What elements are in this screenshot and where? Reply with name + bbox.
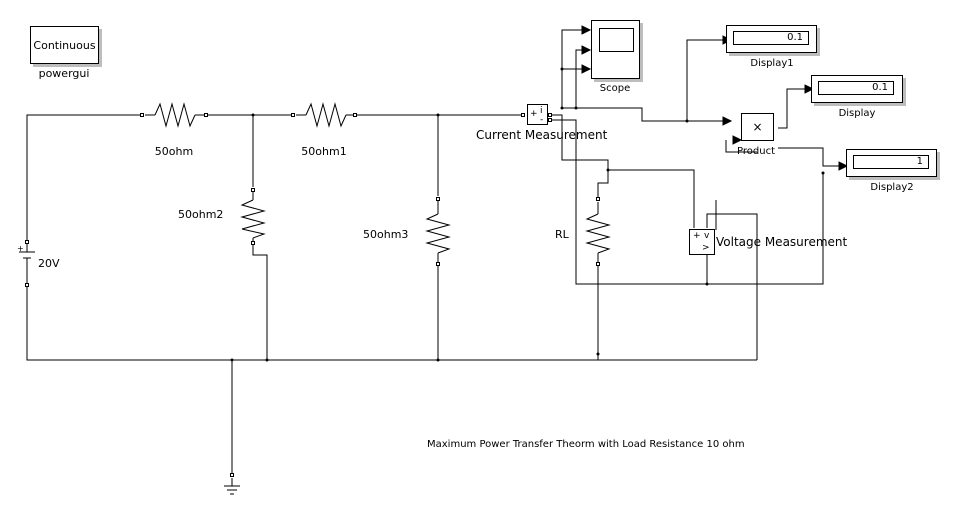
cm-plus: + (530, 109, 538, 119)
display2-value: 1 (853, 155, 929, 169)
product-block[interactable]: × (741, 113, 774, 141)
source-20v[interactable] (16, 244, 38, 284)
ground-symbol (224, 478, 240, 495)
port-ground (230, 473, 234, 477)
vm-minus: > (702, 243, 710, 253)
resistor-label-rl: RL (555, 228, 569, 241)
port-cm-in (521, 113, 525, 117)
port-r2-left (291, 113, 295, 117)
cm-out: i (540, 106, 543, 116)
cm-minus: - (540, 115, 544, 125)
dc-voltage-source: + (17, 244, 35, 287)
resistor-zigzags (145, 102, 611, 262)
resistor-label-50ohm2: 50ohm2 (178, 208, 224, 221)
resistor-50ohm3[interactable] (425, 210, 451, 256)
current-measurement-label: Current Measurement (476, 128, 608, 142)
scope-block[interactable] (591, 20, 640, 79)
powergui-block-text: Continuous (33, 38, 96, 52)
scope-screen (599, 28, 634, 52)
junction-dots (230, 67, 825, 362)
product-symbol: × (752, 120, 763, 134)
display1-block[interactable]: 0.1 (726, 25, 817, 53)
resistor-label-50ohm1: 50ohm1 (301, 145, 347, 158)
svg-text:+: + (17, 244, 24, 253)
resistor-50ohm[interactable] (150, 102, 200, 128)
resistor-50ohm2[interactable] (240, 195, 266, 241)
voltage-measurement-block[interactable]: + v > (689, 229, 715, 255)
signal-lines (561, 25, 849, 230)
port-cm-out (548, 113, 552, 117)
scope-label: Scope (599, 83, 631, 94)
display1-label: Display1 (750, 58, 794, 69)
port-r3-top (251, 188, 255, 192)
resistor-label-50ohm: 50ohm (154, 145, 194, 158)
display-label: Display (838, 108, 876, 119)
current-measurement-block[interactable]: + i - (527, 104, 548, 125)
display2-block[interactable]: 1 (846, 149, 937, 177)
resistor-label-50ohm3: 50ohm3 (363, 228, 409, 241)
port-source-minus (25, 283, 29, 287)
port-rl-top (596, 197, 600, 201)
port-cm-minus (548, 118, 552, 122)
port-r2-right (353, 113, 357, 117)
port-r1-left (140, 113, 144, 117)
display2-label: Display2 (870, 182, 914, 193)
port-r4-top (436, 197, 440, 201)
powergui-label: powergui (38, 67, 90, 80)
display-value: 0.1 (818, 81, 894, 95)
resistor-50ohm1[interactable] (301, 102, 351, 128)
port-r1-right (204, 113, 208, 117)
vm-plus: + (693, 231, 701, 241)
ground[interactable] (222, 474, 242, 496)
voltage-measurement-label: Voltage Measurement (716, 235, 848, 249)
product-label: Product (737, 146, 775, 157)
diagram-caption: Maximum Power Transfer Theorm with Load … (427, 439, 745, 450)
port-r4-bottom (436, 262, 440, 266)
port-r3-bottom (251, 241, 255, 245)
circuit-wires (26, 114, 824, 474)
display-block[interactable]: 0.1 (811, 75, 903, 103)
display1-value: 0.1 (733, 31, 809, 45)
vm-out: v (704, 231, 710, 241)
powergui-block[interactable]: Continuous (30, 26, 99, 64)
source-label: 20V (38, 257, 60, 270)
port-rl-bottom (596, 262, 600, 266)
resistor-rl[interactable] (585, 210, 611, 256)
port-source-plus (25, 240, 29, 244)
